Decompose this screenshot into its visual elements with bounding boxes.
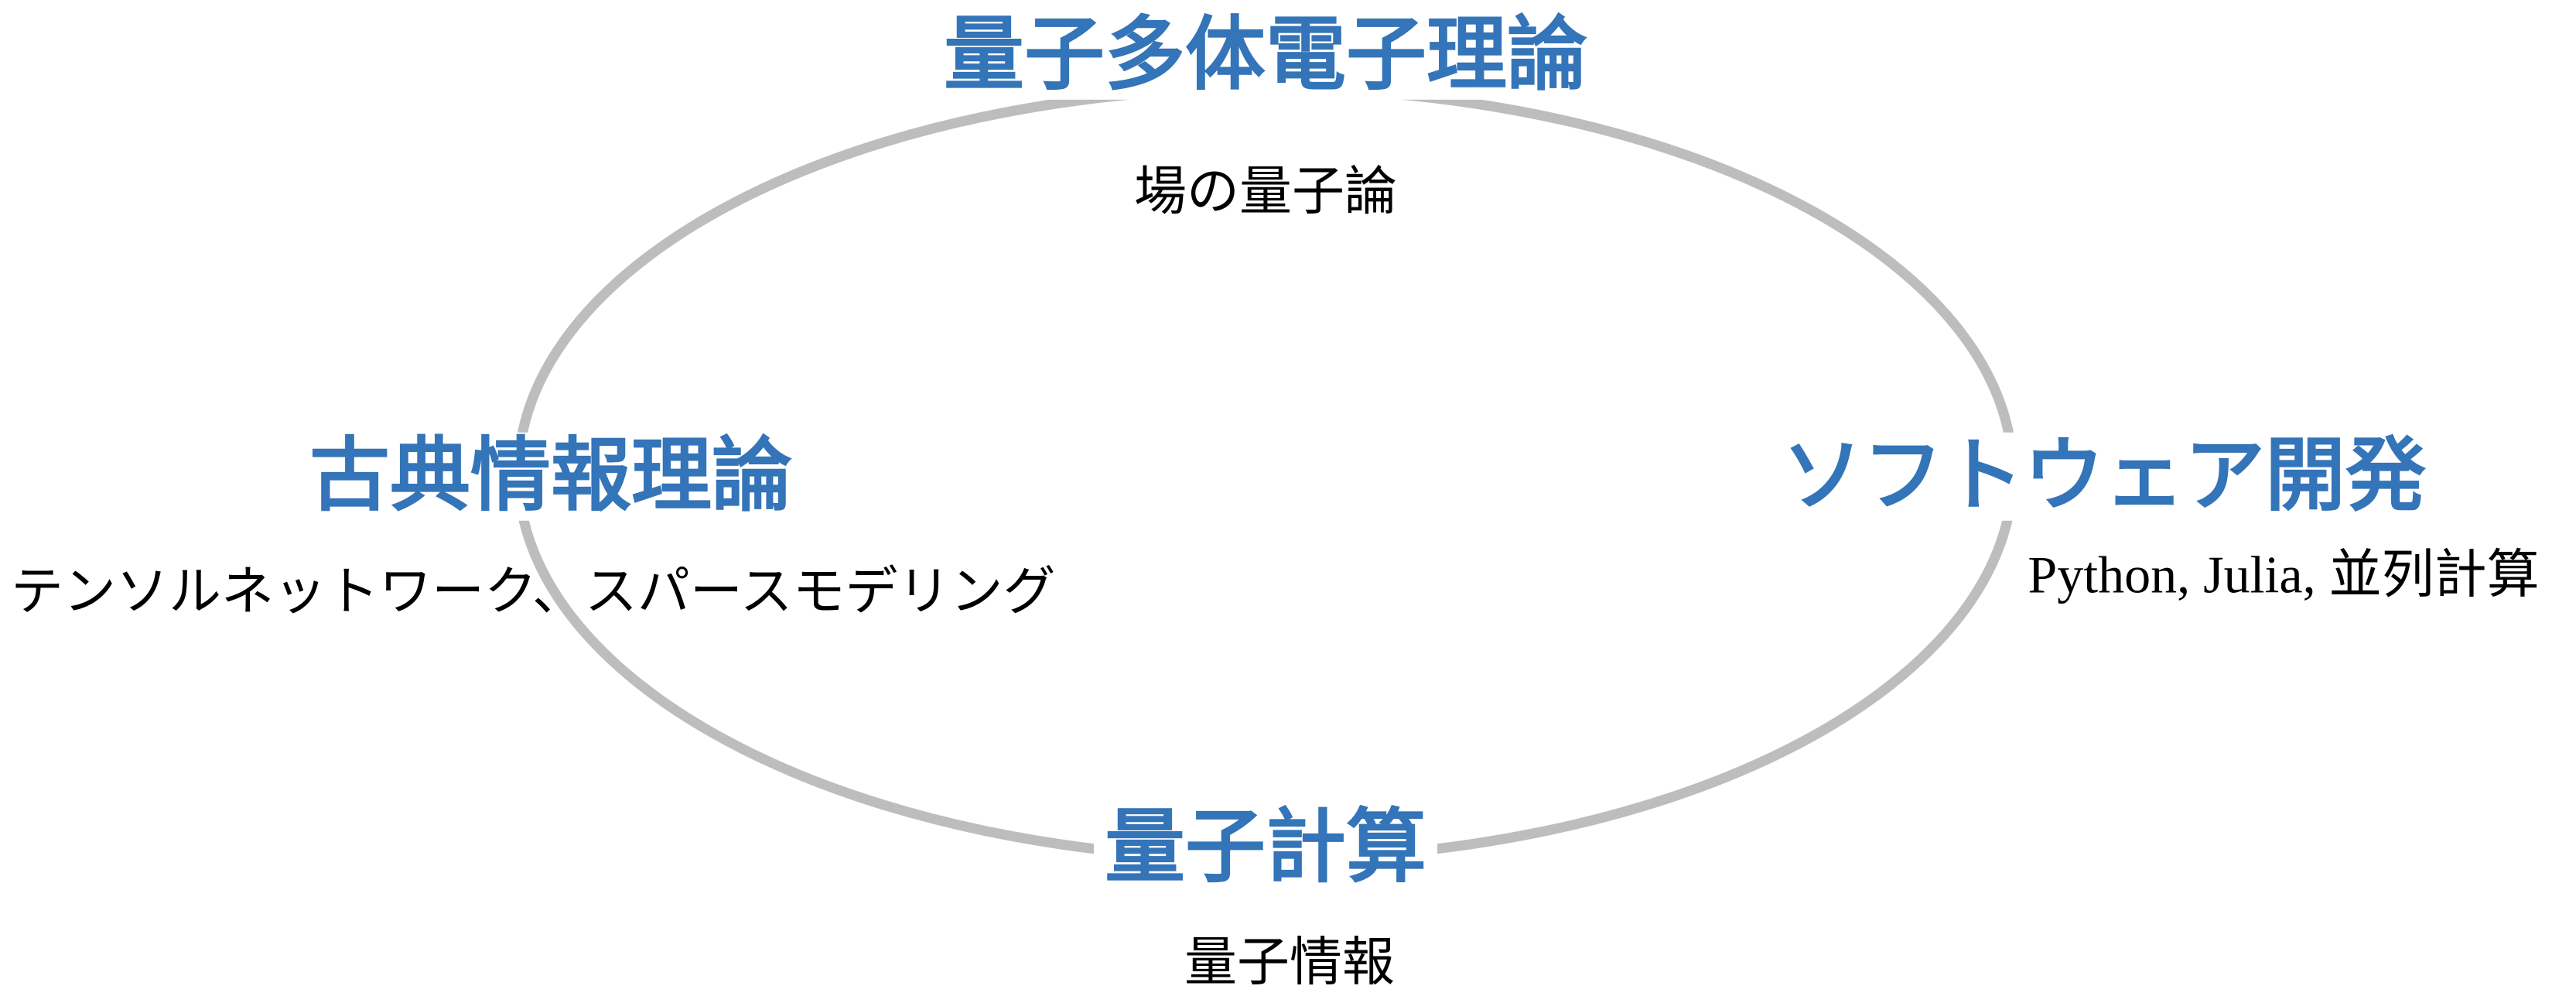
node-subtitle-languages: Python, Julia, 並列計算 xyxy=(2028,545,2540,604)
node-title-quantum-computing: 量子計算 xyxy=(1093,803,1438,893)
node-title-classical-information-theory: 古典情報理論 xyxy=(298,432,804,522)
node-subtitle-tensor-network: テンソルネットワーク、スパースモデリング xyxy=(11,562,1056,621)
node-title-software-development: ソフトウェア開発 xyxy=(1771,432,2438,522)
node-subtitle-quantum-field-theory: 場の量子論 xyxy=(1133,162,1398,221)
node-subtitle-quantum-information: 量子情報 xyxy=(1184,933,1396,992)
node-title-many-body-theory: 量子多体電子理論 xyxy=(932,11,1599,101)
